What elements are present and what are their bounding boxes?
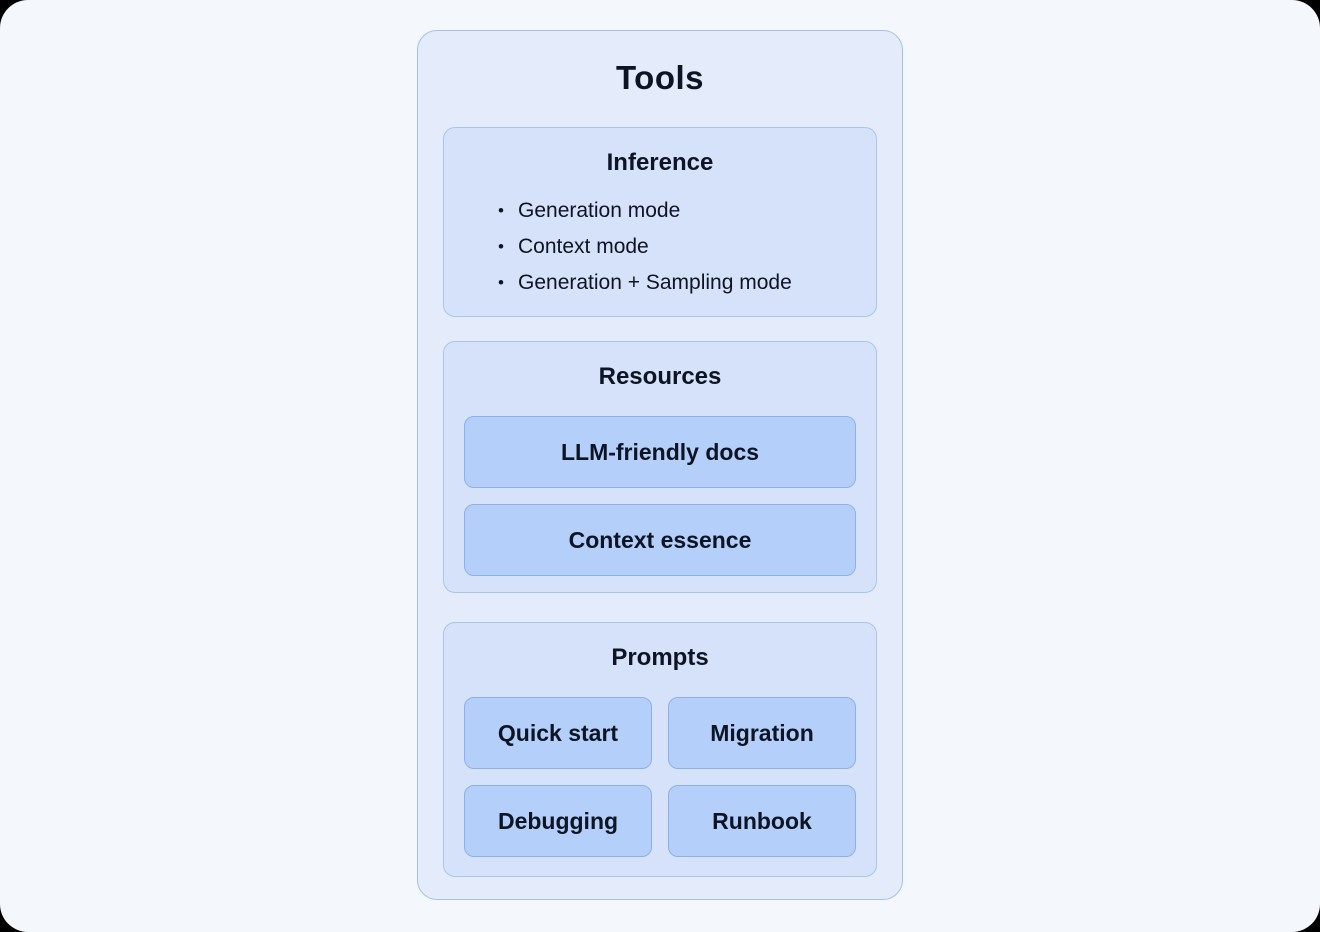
bullet-label: Generation mode [518,199,681,222]
bullet-icon: • [498,273,504,292]
chip-runbook: Runbook [668,785,856,857]
bullet-icon: • [498,201,504,220]
prompts-title: Prompts [611,644,709,671]
resources-card: Resources LLM-friendly docs Context esse… [443,341,877,593]
resources-chip-stack: LLM-friendly docs Context essence [464,416,856,576]
inference-title: Inference [606,149,714,176]
prompts-chip-grid: Quick start Migration Debugging Runbook [464,697,856,857]
bullet-label: Context mode [518,235,649,258]
chip-llm-friendly-docs: LLM-friendly docs [464,416,856,488]
inference-card: Inference • Generation mode • Context mo… [443,127,877,317]
bullet-item-generation-mode: • Generation mode [498,193,876,229]
tools-group-panel: Tools Inference • Generation mode • Cont… [417,30,903,900]
bullet-item-context-mode: • Context mode [498,229,876,265]
chip-quick-start: Quick start [464,697,652,769]
chip-migration: Migration [668,697,856,769]
bullet-label: Generation + Sampling mode [518,271,792,294]
inference-bullet-list: • Generation mode • Context mode • Gener… [498,193,876,301]
bullet-item-generation-sampling-mode: • Generation + Sampling mode [498,265,876,301]
chip-context-essence: Context essence [464,504,856,576]
tools-title: Tools [615,59,705,96]
chip-debugging: Debugging [464,785,652,857]
prompts-card: Prompts Quick start Migration Debugging … [443,622,877,877]
bullet-icon: • [498,237,504,256]
resources-title: Resources [598,363,722,390]
